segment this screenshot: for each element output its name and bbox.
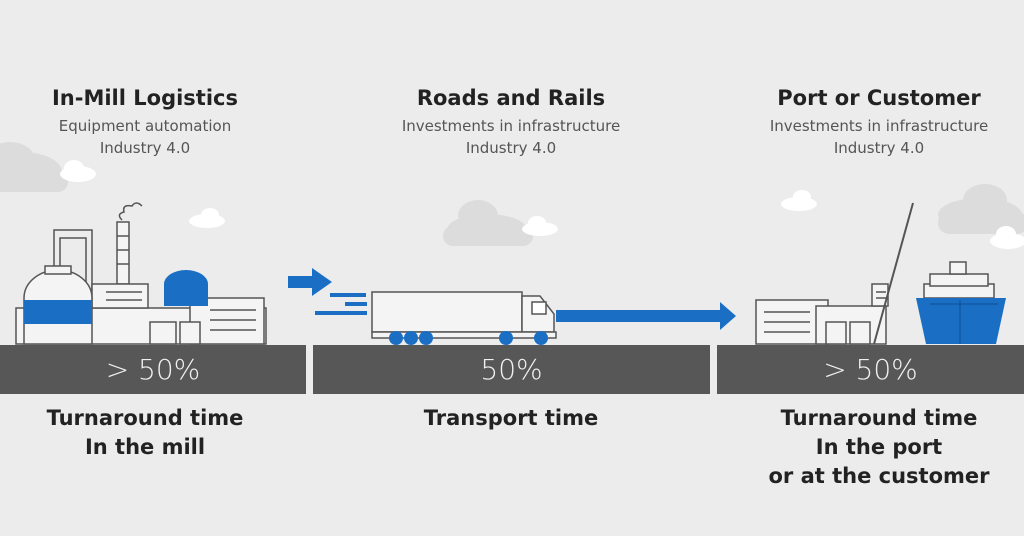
truck-icon bbox=[371, 291, 557, 339]
bottom-label-port: Turnaround time In the port or at the cu… bbox=[744, 404, 1014, 491]
truck-wheels bbox=[389, 331, 548, 345]
bottom-line: In the mill bbox=[84, 435, 206, 459]
section-port: Port or Customer Investments in infrastr… bbox=[744, 85, 1014, 159]
arrow-right-icon bbox=[556, 302, 736, 330]
section-subtitle: Industry 4.0 bbox=[833, 139, 925, 157]
share-bar-mill: > 50% bbox=[0, 345, 306, 394]
bottom-line: Turnaround time bbox=[46, 406, 244, 430]
bottom-label-mill: Turnaround time In the mill bbox=[10, 404, 280, 462]
bottom-line: Turnaround time bbox=[780, 406, 978, 430]
bottom-line: or at the customer bbox=[768, 464, 990, 488]
arrow-right-icon bbox=[288, 268, 367, 315]
bottom-line: In the port bbox=[815, 435, 943, 459]
section-subtitle: Equipment automation bbox=[58, 117, 232, 135]
cloud-icon bbox=[189, 208, 225, 228]
tank-band bbox=[24, 300, 92, 324]
section-subtitle: Investments in infrastructure bbox=[769, 117, 989, 135]
section-title: Port or Customer bbox=[777, 86, 981, 110]
cloud-icon bbox=[60, 160, 96, 182]
cloud-icon bbox=[0, 142, 68, 192]
share-value: 50% bbox=[480, 353, 543, 386]
section-mill: In-Mill Logistics Equipment automation I… bbox=[10, 85, 280, 159]
crane-icon bbox=[873, 202, 914, 345]
share-value: > 50% bbox=[105, 353, 201, 386]
bottom-label-transport: Transport time bbox=[376, 404, 646, 433]
section-subtitle: Industry 4.0 bbox=[465, 139, 557, 157]
cloud-icon bbox=[781, 190, 817, 211]
cloud-icon bbox=[938, 184, 1024, 234]
blue-tank bbox=[164, 270, 208, 306]
ship-icon bbox=[916, 261, 1006, 344]
section-title: Roads and Rails bbox=[416, 86, 606, 110]
section-title: In-Mill Logistics bbox=[51, 86, 238, 110]
section-subtitle: Investments in infrastructure bbox=[401, 117, 621, 135]
bottom-line: Transport time bbox=[423, 406, 599, 430]
share-bar-transport: 50% bbox=[313, 345, 710, 394]
cloud-icon bbox=[990, 226, 1024, 249]
warehouse-icon bbox=[755, 283, 889, 345]
cloud-icon bbox=[443, 200, 533, 246]
cloud-icon bbox=[522, 216, 558, 236]
section-roads: Roads and Rails Investments in infrastru… bbox=[376, 85, 646, 159]
share-value: > 50% bbox=[823, 353, 918, 386]
share-bar-port: > 50% bbox=[717, 345, 1024, 394]
section-subtitle: Industry 4.0 bbox=[99, 139, 191, 157]
